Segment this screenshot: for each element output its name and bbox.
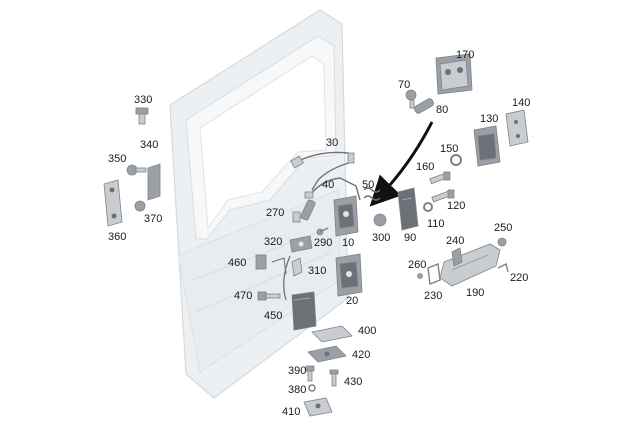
bracket-320 (289, 235, 313, 253)
clip-310 (291, 257, 303, 277)
bolt-350 (126, 164, 147, 176)
hinge-bracket-170 (435, 53, 473, 95)
callout-290: 290 (314, 237, 332, 249)
callout-250: 250 (494, 222, 512, 234)
actuator-450 (283, 255, 317, 331)
cable-40 (304, 177, 361, 201)
callout-110: 110 (427, 218, 445, 230)
hinge-plate-360 (103, 179, 123, 227)
callout-390: 390 (288, 365, 306, 377)
callout-220: 220 (510, 272, 528, 284)
callout-300: 300 (372, 232, 390, 244)
assembly-arrow (369, 121, 434, 207)
callout-320: 320 (264, 236, 282, 248)
bolt-330 (135, 107, 149, 125)
callout-130: 130 (480, 113, 498, 125)
callout-340: 340 (140, 139, 158, 151)
bolt-430 (329, 369, 339, 387)
callout-70: 70 (398, 79, 410, 91)
callout-30: 30 (326, 137, 338, 149)
callout-460: 460 (228, 257, 246, 269)
callout-330: 330 (134, 94, 152, 106)
washer-150 (450, 154, 462, 166)
callout-230: 230 (424, 290, 442, 302)
callout-40: 40 (322, 179, 334, 191)
plate-410 (303, 397, 333, 417)
striker-90 (397, 187, 419, 231)
callout-90: 90 (404, 232, 416, 244)
callout-370: 370 (144, 213, 162, 225)
bracket-240 (451, 247, 463, 267)
callout-400: 400 (358, 325, 376, 337)
handle-190 (439, 243, 501, 287)
callout-160: 160 (416, 161, 434, 173)
callout-410: 410 (282, 406, 300, 418)
callout-10: 10 (342, 237, 354, 249)
callout-420: 420 (352, 349, 370, 361)
callout-20: 20 (346, 295, 358, 307)
cable-30 (290, 151, 355, 191)
callout-labels: 10 20 30 40 50 70 80 90 110 120 130 140 … (108, 49, 530, 418)
callout-470: 470 (234, 290, 252, 302)
callout-170: 170 (456, 49, 474, 61)
bolt-70 (405, 89, 417, 109)
screw-290 (316, 227, 329, 236)
door-lock-20 (335, 253, 363, 297)
callout-240: 240 (446, 235, 464, 247)
callout-270: 270 (266, 207, 284, 219)
gasket-230 (427, 263, 441, 285)
bolt-470 (257, 291, 281, 301)
clip-220 (497, 262, 509, 273)
callout-380: 380 (288, 384, 306, 396)
bolt-390 (305, 365, 315, 382)
sleeve-80 (414, 98, 434, 114)
door-lock-10 (333, 195, 359, 237)
bolt-250 (497, 237, 507, 247)
linkage-rod-270 (292, 199, 316, 223)
bolt-120 (431, 189, 455, 203)
plate-140 (505, 109, 529, 147)
bolt-370 (134, 200, 146, 212)
bumper-300 (373, 213, 387, 227)
bolt-160 (429, 171, 451, 185)
callout-310: 310 (308, 265, 326, 277)
clip-50 (363, 187, 381, 201)
washer-380 (308, 384, 316, 392)
callout-50: 50 (362, 179, 374, 191)
callout-350: 350 (108, 153, 126, 165)
washer-110 (423, 202, 433, 212)
plate-400 (311, 325, 353, 343)
plate-420 (307, 345, 347, 363)
callout-80: 80 (436, 104, 448, 116)
callout-430: 430 (344, 376, 362, 388)
screw-260 (417, 273, 423, 279)
callout-260: 260 (408, 259, 426, 271)
callout-360: 360 (108, 231, 126, 243)
callout-120: 120 (447, 200, 465, 212)
callout-190: 190 (466, 287, 484, 299)
callout-150: 150 (440, 143, 458, 155)
callout-140: 140 (512, 97, 530, 109)
hinge-130 (473, 125, 501, 167)
bracket-340 (147, 163, 161, 201)
callout-450: 450 (264, 310, 282, 322)
